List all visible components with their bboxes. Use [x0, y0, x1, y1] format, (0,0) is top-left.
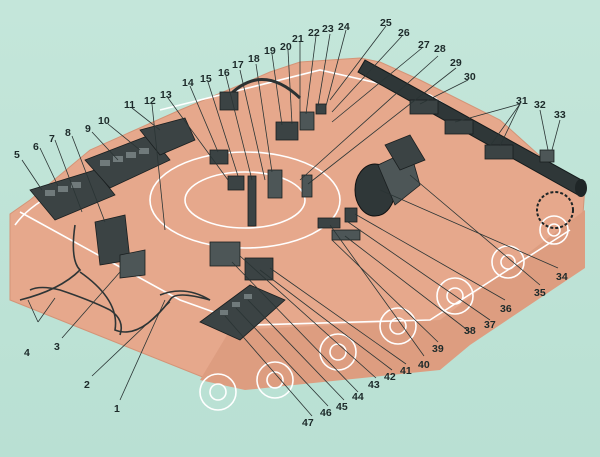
callout-41: 41: [400, 365, 412, 377]
callout-34: 34: [556, 271, 568, 283]
track-skirt: [200, 210, 585, 390]
callout-21: 21: [292, 33, 304, 45]
callout-15: 15: [200, 73, 212, 85]
callout-32: 32: [534, 99, 546, 111]
callout-12: 12: [144, 95, 156, 107]
callout-38: 38: [464, 325, 476, 337]
callout-13: 13: [160, 89, 172, 101]
callout-4: 4: [24, 347, 30, 359]
callout-6: 6: [33, 141, 39, 153]
callout-39: 39: [432, 343, 444, 355]
callout-11: 11: [124, 99, 135, 111]
callout-7: 7: [49, 133, 55, 145]
center-device-14: [209, 149, 229, 165]
callout-22: 22: [308, 27, 320, 39]
lower-cable: [159, 290, 211, 301]
rear-block-31b: [484, 144, 514, 160]
callout-18: 18: [248, 53, 260, 65]
tray-slots: [220, 294, 252, 315]
center-device-22: [299, 111, 315, 131]
turret-inner-outline: [184, 171, 306, 229]
center-device-18: [267, 169, 283, 199]
callout-24: 24: [338, 21, 350, 33]
callout-labels: 1 2 3 4 5 6 7 8 9 10 11 12 13 14 15 16 1…: [14, 17, 568, 429]
center-device-13: [227, 175, 245, 191]
callout-37: 37: [484, 319, 496, 331]
panel-slots: [45, 148, 149, 196]
callout-17: 17: [232, 59, 244, 71]
callout-27: 27: [418, 39, 430, 51]
callout-25: 25: [380, 17, 392, 29]
lower-device-43: [209, 241, 241, 267]
callout-28: 28: [434, 43, 446, 55]
callout-30: 30: [464, 71, 476, 83]
callout-5: 5: [14, 149, 20, 161]
callout-31: 31: [516, 95, 528, 107]
top-tube-end: [575, 179, 587, 197]
headset-cup: [219, 91, 239, 111]
callout-42: 42: [384, 371, 396, 383]
left-cable: [19, 224, 211, 333]
rear-block-30: [409, 99, 439, 115]
left-cable-loop: [29, 286, 123, 336]
callout-8: 8: [65, 127, 71, 139]
center-device-19: [275, 121, 299, 141]
left-unit-3: [119, 249, 146, 279]
rear-block-31a: [444, 119, 474, 135]
drive-sprocket: [536, 191, 574, 229]
callout-16: 16: [218, 67, 230, 79]
callout-35: 35: [534, 287, 546, 299]
lower-device-40: [317, 217, 341, 229]
callout-45: 45: [336, 401, 348, 413]
callout-47: 47: [302, 417, 314, 429]
callout-9: 9: [85, 123, 91, 135]
center-rod-29: [301, 174, 313, 198]
leader-lines: [21, 25, 561, 417]
center-device-23: [315, 103, 327, 115]
bottom-tray: [199, 284, 286, 341]
callout-19: 19: [264, 45, 276, 57]
callout-40: 40: [418, 359, 430, 371]
duct-top: [384, 134, 426, 171]
callout-33: 33: [554, 109, 566, 121]
callout-14: 14: [182, 77, 194, 89]
callout-20: 20: [280, 41, 292, 53]
callout-1: 1: [114, 403, 120, 415]
callout-46: 46: [320, 407, 332, 419]
callout-44: 44: [352, 391, 364, 403]
callout-2: 2: [84, 379, 90, 391]
callout-23: 23: [322, 23, 334, 35]
lower-device-38: [331, 229, 361, 241]
center-device-16: [247, 175, 257, 227]
callout-43: 43: [368, 379, 380, 391]
callout-26: 26: [398, 27, 410, 39]
callout-10: 10: [98, 115, 110, 127]
rear-block-33: [539, 149, 555, 163]
front-panel-right: [139, 117, 196, 156]
callout-3: 3: [54, 341, 60, 353]
callout-36: 36: [500, 303, 512, 315]
lower-device-36: [344, 207, 358, 223]
front-panel-left: [29, 169, 116, 221]
callout-29: 29: [450, 57, 462, 69]
